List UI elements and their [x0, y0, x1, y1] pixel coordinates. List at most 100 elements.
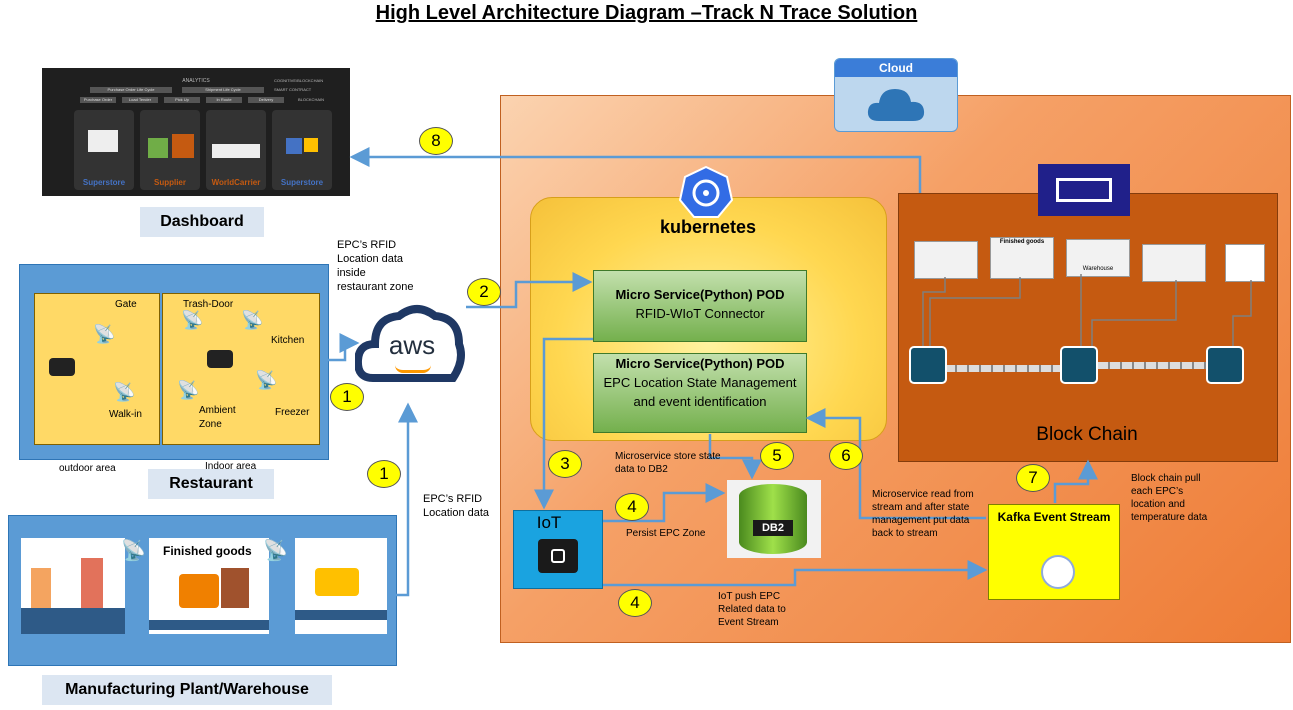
antenna-icon: 📡 [93, 324, 116, 344]
dashboard-header-shipment-lifecycle: Shipment Life Cycle [182, 87, 264, 93]
factory-icon [21, 538, 125, 634]
manufacturing-caption: Manufacturing Plant/Warehouse [42, 675, 332, 705]
dashboard-header-load-tender: Load Tender [122, 97, 158, 103]
outdoor-area-label: outdoor area [59, 463, 116, 474]
chip-core-shape [551, 549, 565, 563]
store-icon [286, 138, 302, 154]
antenna-icon: 📡 [241, 310, 264, 330]
rfid-reader-icon [49, 358, 75, 376]
antenna-icon: 📡 [263, 540, 288, 562]
aws-cloud-icon [355, 305, 465, 382]
bc-finished-goods-icon: Finished goods [990, 237, 1054, 279]
dashboard-tile: Supplier [140, 110, 200, 190]
blockchain-panel [898, 193, 1278, 462]
boxes-shape [221, 568, 249, 608]
cloud-box: Cloud [834, 58, 958, 132]
zone-label-walk-in: Walk-in [109, 409, 142, 420]
outdoor-zone: Gate Walk-in 📡 📡 outdoor area [34, 293, 160, 474]
dashboard-header-in-route: In Route [206, 97, 242, 103]
annotation-epc-location: EPC’s RFID Location data [423, 493, 490, 519]
bc-warehouse-icon: Warehouse [1066, 239, 1130, 277]
supplier-icon [148, 138, 168, 158]
dashboard-header-analytics: ANALYTICS [182, 78, 210, 84]
dashboard-caption: Dashboard [140, 207, 264, 237]
step-badge-8: 8 [419, 127, 453, 155]
dashboard-tile-label: Supplier [153, 178, 186, 187]
zone-label-trash-door: Trash-Door [183, 299, 234, 310]
step-badge-3: 3 [548, 450, 582, 478]
dashboard-tile: Superstore [272, 110, 332, 190]
pod-rfid-wiot-connector: Micro Service(Python) POD RFID-WIoT Conn… [593, 270, 807, 342]
dashboard-header-po-lifecycle: Purchase Order Life Cycle [90, 87, 172, 93]
chip-icon [538, 539, 578, 573]
event-stream-icon [1041, 555, 1075, 589]
chain-link [1098, 362, 1206, 369]
db2-cylinder-shape [739, 484, 807, 554]
annotation-persist-zone: Persist EPC Zone [626, 528, 706, 539]
conveyor-shape [149, 620, 269, 630]
aws-smile-icon [395, 365, 431, 373]
indoor-zone: Trash-Door Kitchen Ambient Zone Freezer … [162, 293, 320, 472]
bc-finished-goods-label: Finished goods [999, 239, 1045, 245]
iot-label: IoT [536, 513, 562, 532]
kafka-label: Kafka Event Stream [997, 510, 1111, 524]
dashboard-header-delivery: Delivery [248, 97, 284, 103]
indoor-area-label: Indoor area [205, 461, 257, 472]
document-icon [88, 130, 118, 152]
step-badge-2: 2 [467, 278, 501, 306]
blockchain-logo-icon [1038, 164, 1130, 216]
annotation-iot-push: IoT push EPC Related data to Event Strea… [718, 591, 786, 628]
blockchain-node-icon [1206, 346, 1244, 384]
kafka-event-stream: Kafka Event Stream [988, 504, 1120, 600]
boxes-icon [172, 134, 194, 158]
manufacturing-panel: 📡 Finished goods 📡 [8, 515, 397, 666]
db2-database-icon: DB2 [727, 480, 821, 558]
step-badge-6: 6 [829, 442, 863, 470]
restaurant-floorplan: Gate Walk-in 📡 📡 outdoor area Trash-Door… [19, 264, 329, 474]
pod-title: Micro Service(Python) POD [615, 356, 785, 371]
db2-label: DB2 [753, 520, 793, 536]
zone-label-kitchen: Kitchen [271, 335, 305, 346]
kubernetes-helm-icon [679, 165, 733, 218]
dashboard-tile: WorldCarrier [206, 110, 266, 190]
annotation-bc-pull: Block chain pull each EPC’s location and… [1131, 473, 1208, 523]
package-icon [304, 138, 318, 152]
dashboard-header-blockchain: BLOCKCHAIN [298, 97, 325, 102]
dashboard-tile-label: WorldCarrier [211, 178, 261, 187]
antenna-icon: 📡 [113, 382, 136, 402]
dashboard-screenshot: ANALYTICS COGNITIVE/BLOCKCHAIN Purchase … [42, 68, 350, 196]
dashboard-tile-label: Superstore [280, 178, 324, 187]
pod-title: Micro Service(Python) POD [615, 287, 785, 302]
blockchain-node-icon [909, 346, 947, 384]
zone-label-gate: Gate [115, 299, 137, 310]
blockchain-logo-frame [1056, 178, 1112, 202]
iot-box: IoT [513, 510, 603, 589]
blockchain-title: Block Chain [1036, 424, 1138, 445]
cloud-icon [867, 89, 925, 121]
dashboard-header-pick-up: Pick Up [164, 97, 200, 103]
page-title: High Level Architecture Diagram –Track N… [375, 2, 918, 24]
step-badge-5: 5 [760, 442, 794, 470]
dashboard-header-smart-contract: SMART CONTRACT [274, 87, 312, 92]
annotation-ms-read: Microservice read from stream and after … [872, 489, 974, 539]
dashboard-tile: Superstore [74, 110, 134, 190]
dashboard-header-cognitive: COGNITIVE/BLOCKCHAIN [274, 78, 324, 83]
truck-icon [212, 144, 260, 158]
annotation-epc-restaurant: EPC’s RFID Location data inside restaura… [337, 239, 414, 293]
pod-body: RFID-WIoT Connector [635, 306, 765, 321]
dashboard-header-purchase-order: Purchase Order [80, 97, 116, 103]
annotation-store-state: Microservice store state data to DB2 [615, 451, 721, 475]
zone-label-freezer: Freezer [275, 407, 310, 418]
aws-label: aws [388, 330, 436, 360]
bc-store-icon [1225, 244, 1265, 282]
step-badge-1: 1 [330, 383, 364, 411]
forklift-shape [179, 574, 219, 608]
truck-tile-icon [295, 538, 387, 634]
restaurant-caption: Restaurant [148, 469, 274, 499]
factory-base-shape [21, 608, 125, 634]
finished-goods-icon: Finished goods [149, 538, 269, 634]
bc-factory-icon [914, 241, 978, 279]
antenna-icon: 📡 [121, 540, 146, 562]
finished-goods-label: Finished goods [163, 544, 252, 558]
